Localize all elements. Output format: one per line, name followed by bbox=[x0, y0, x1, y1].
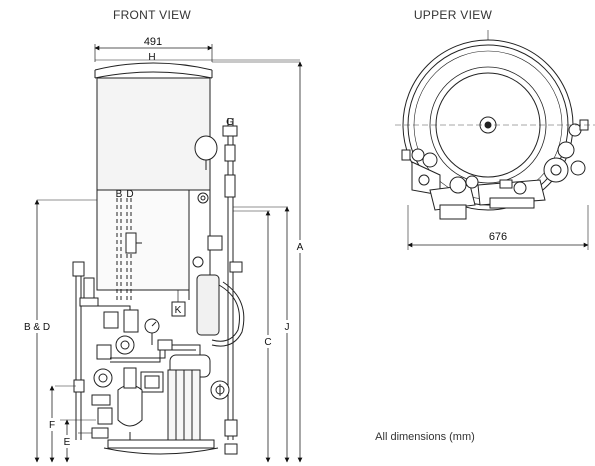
dim-j-label: J bbox=[285, 322, 290, 333]
dim-d-label: D bbox=[126, 189, 133, 200]
dim-a-label: A bbox=[297, 242, 304, 253]
dim-g-label: G bbox=[226, 117, 234, 128]
dim-c-label: C bbox=[264, 337, 271, 348]
dim-h-label: H bbox=[148, 52, 155, 63]
dim-e-label: E bbox=[64, 437, 71, 448]
dim-491-label: 491 bbox=[144, 36, 162, 48]
upper-view-title: UPPER VIEW bbox=[414, 8, 493, 22]
dim-k-label: K bbox=[175, 305, 182, 316]
dim-b-and-d-label: B & D bbox=[24, 322, 50, 333]
front-view bbox=[34, 44, 303, 463]
front-view-title: FRONT VIEW bbox=[113, 8, 191, 22]
dim-f-label: F bbox=[49, 420, 55, 431]
dim-b-label: B bbox=[116, 189, 123, 200]
units-note: All dimensions (mm) bbox=[375, 431, 475, 443]
upper-view bbox=[395, 30, 595, 250]
dim-676-label: 676 bbox=[489, 231, 507, 243]
